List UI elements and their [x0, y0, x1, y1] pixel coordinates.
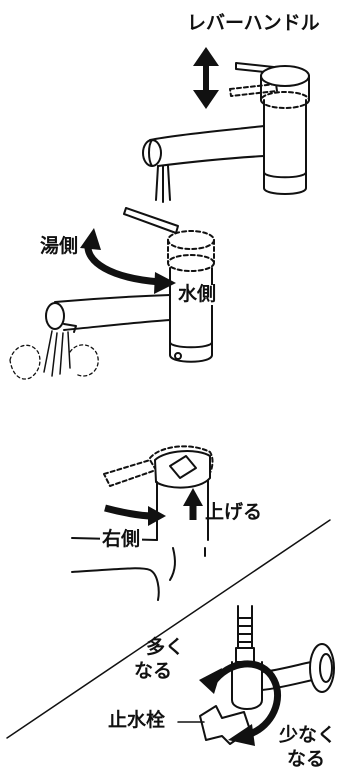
panel-temperature [9, 207, 215, 380]
up-down-arrow-icon [193, 47, 219, 109]
panel-adjust [6, 445, 331, 739]
label-more-line1: 多く [146, 636, 185, 658]
label-less-line1: 少なく [279, 724, 337, 746]
panel-stop-valve [177, 605, 335, 746]
panel-lever-handle [142, 47, 310, 203]
label-right-side: 右側 [100, 528, 143, 550]
label-lever-handle: レバーハンドル [187, 12, 320, 34]
label-cold-side: 水側 [176, 283, 219, 305]
label-hot-side: 湯側 [40, 235, 79, 257]
label-stop-valve: 止水栓 [108, 709, 166, 731]
label-less-line2: なる [287, 748, 326, 770]
rotation-arrow-icon [84, 243, 161, 286]
rotation-arrow-icon [209, 660, 282, 738]
label-raise: 上げる [205, 501, 263, 523]
label-more-line2: なる [134, 660, 173, 682]
